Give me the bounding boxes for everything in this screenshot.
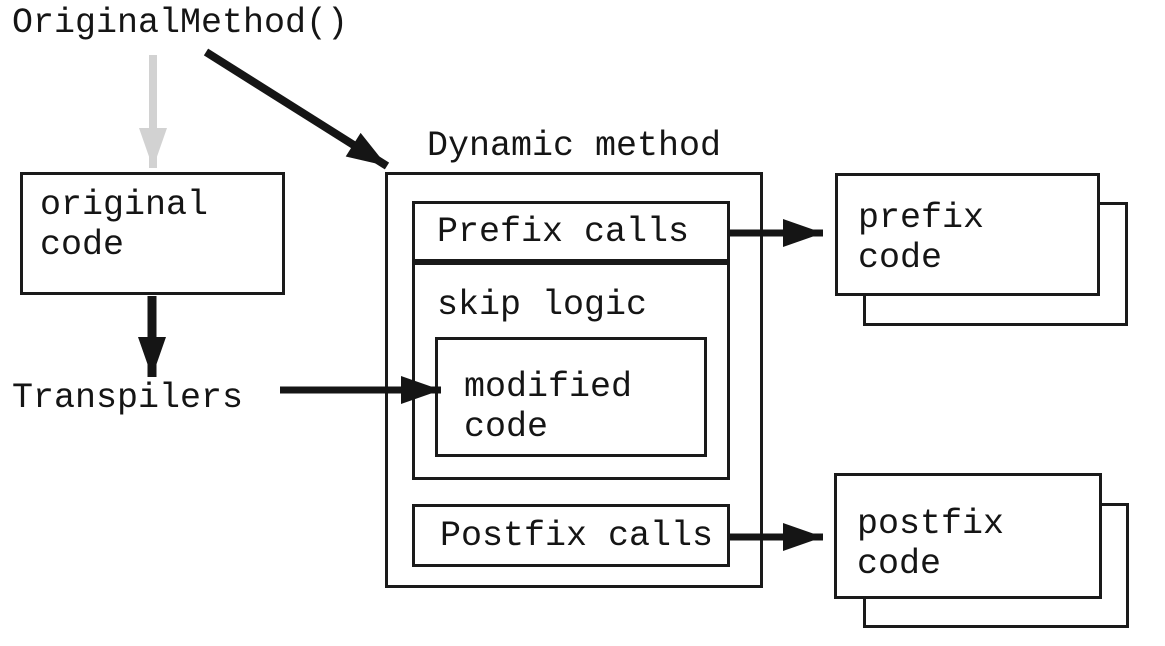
arrow-originalmethod-to-dynamicmethod xyxy=(203,48,390,170)
original-code-box: original code xyxy=(20,172,285,295)
prefix-calls-box: Prefix calls xyxy=(412,201,730,262)
prefix-code-box: prefix code xyxy=(835,173,1100,296)
dynamic-method-label: Dynamic method xyxy=(427,126,722,166)
modified-code-box: modified code xyxy=(435,337,707,457)
original-method-label: OriginalMethod() xyxy=(12,3,349,43)
transpilers-label: Transpilers xyxy=(12,378,244,418)
postfix-calls-box: Postfix calls xyxy=(412,504,730,567)
postfix-code-box: postfix code xyxy=(834,473,1102,599)
